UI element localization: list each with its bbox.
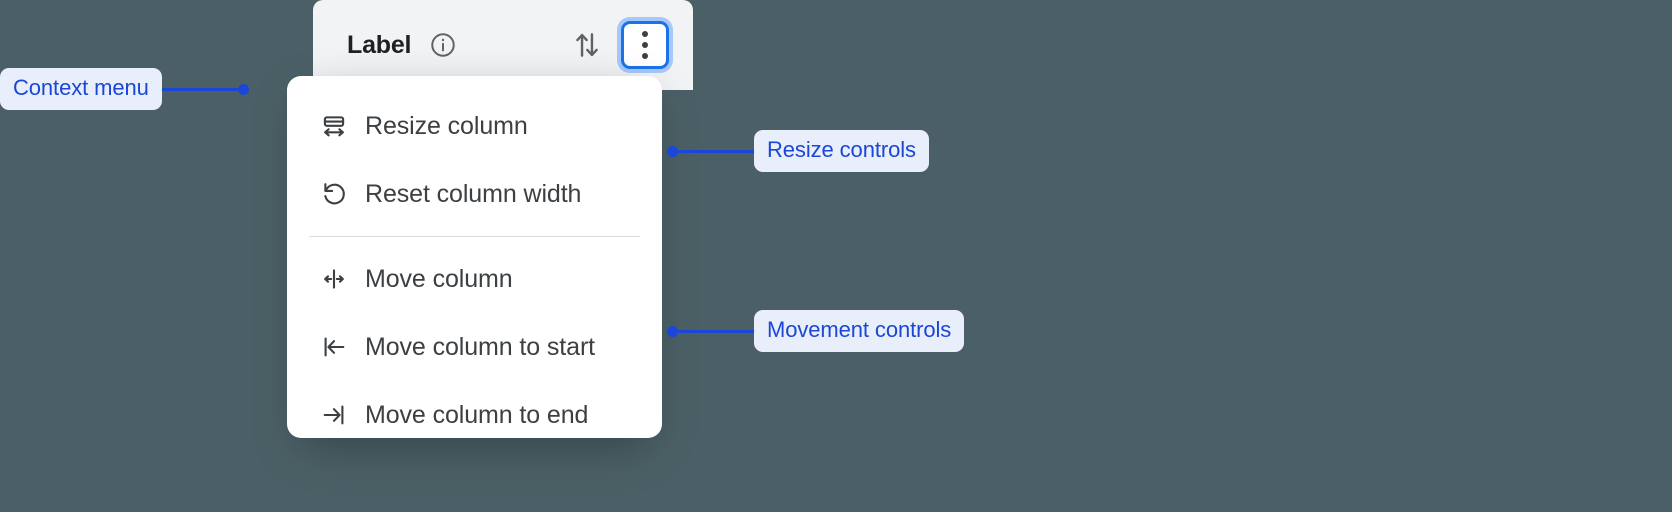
annotation-leader-line bbox=[678, 149, 754, 153]
menu-item-move-column-to-start[interactable]: Move column to start bbox=[287, 313, 662, 381]
annotation-anchor-dot bbox=[667, 145, 678, 157]
column-header-title: Label bbox=[347, 30, 412, 59]
annotation-leader-line bbox=[678, 329, 754, 333]
move-to-end-icon bbox=[319, 400, 349, 430]
annotation-leader-line bbox=[161, 87, 238, 91]
kebab-three-dots-icon bbox=[642, 31, 648, 37]
column-header-panel: Label bbox=[313, 0, 693, 90]
menu-item-move-column-to-end[interactable]: Move column to end bbox=[287, 381, 662, 449]
column-context-menu: Resize column Reset column width Move co… bbox=[287, 76, 662, 438]
column-overflow-menu-button[interactable] bbox=[621, 21, 669, 69]
menu-item-label: Move column to start bbox=[365, 332, 596, 361]
annotation-context-menu: Context menu bbox=[0, 68, 249, 110]
menu-item-label: Resize column bbox=[365, 111, 528, 140]
kebab-dot bbox=[642, 42, 648, 48]
sort-up-down-icon[interactable] bbox=[569, 27, 605, 63]
menu-divider bbox=[309, 236, 640, 237]
move-column-left-right-icon bbox=[319, 264, 349, 294]
annotation-anchor-dot bbox=[667, 325, 678, 337]
menu-item-resize-column[interactable]: Resize column bbox=[287, 92, 662, 160]
annotation-anchor-dot bbox=[237, 83, 249, 95]
menu-item-label: Reset column width bbox=[365, 179, 582, 208]
reset-width-rotate-ccw-icon bbox=[319, 179, 349, 209]
menu-item-reset-column-width[interactable]: Reset column width bbox=[287, 160, 662, 228]
menu-item-label: Move column bbox=[365, 264, 513, 293]
menu-item-label: Move column to end bbox=[365, 400, 589, 429]
menu-item-move-column[interactable]: Move column bbox=[287, 245, 662, 313]
move-to-start-icon bbox=[319, 332, 349, 362]
annotation-label: Movement controls bbox=[754, 310, 965, 352]
info-circle-icon[interactable] bbox=[428, 30, 458, 60]
annotation-label: Resize controls bbox=[754, 130, 929, 172]
annotation-movement-controls: Movement controls bbox=[667, 310, 965, 352]
annotation-label: Context menu bbox=[0, 68, 162, 110]
kebab-dot bbox=[642, 53, 648, 59]
annotation-resize-controls: Resize controls bbox=[667, 130, 929, 172]
resize-column-icon bbox=[319, 111, 349, 141]
